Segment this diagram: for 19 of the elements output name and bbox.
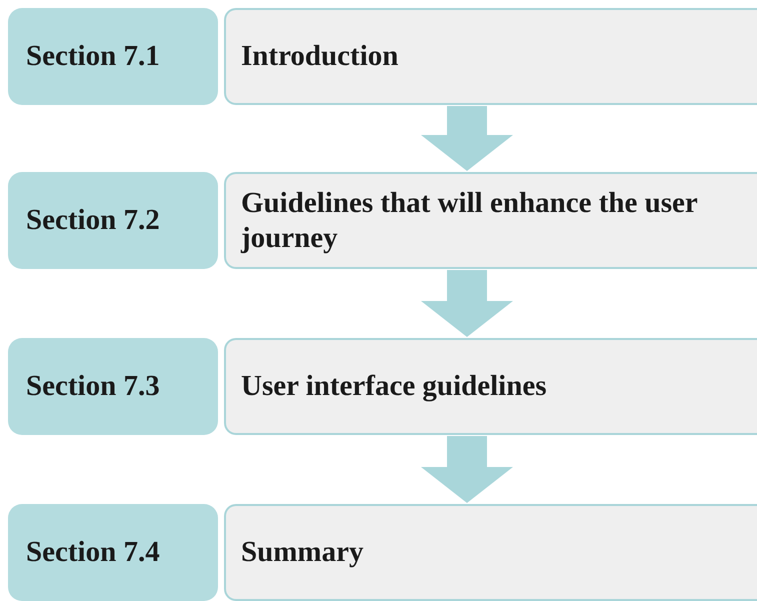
- section-topic-box: [224, 338, 757, 435]
- section-topic-box: [224, 8, 757, 105]
- section-label-box: [8, 8, 218, 105]
- down-arrow: [421, 106, 513, 171]
- section-label-box: [8, 338, 218, 435]
- section-topic-box: [224, 172, 757, 269]
- box-text: Summary: [241, 535, 364, 570]
- box-text: Section 7.3: [26, 369, 160, 404]
- down-arrow: [421, 270, 513, 337]
- box-text: Section 7.1: [26, 39, 160, 74]
- box-text: Section 7.4: [26, 535, 160, 570]
- down-arrow: [421, 436, 513, 503]
- box-text: User interface guidelines: [241, 369, 547, 404]
- section-label-box: [8, 504, 218, 601]
- box-text: Section 7.2: [26, 203, 160, 238]
- section-label-box: [8, 172, 218, 269]
- box-text: Guidelines that will enhance the user journey: [241, 186, 698, 256]
- box-text: Introduction: [241, 39, 398, 74]
- section-topic-box: [224, 504, 757, 601]
